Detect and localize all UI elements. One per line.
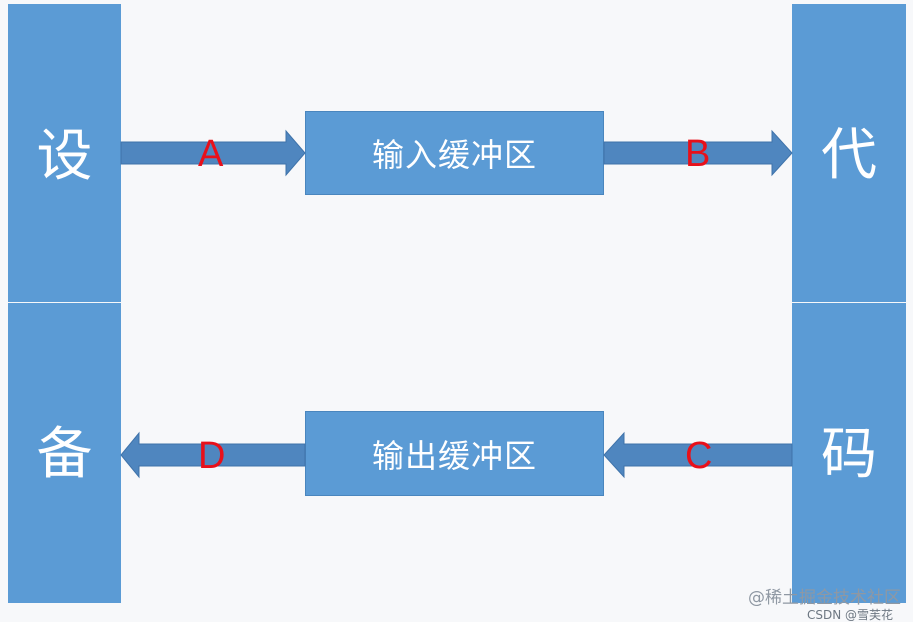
output-buffer-box: 输出缓冲区 [305,411,604,496]
device-char-bottom: 备 [36,422,93,487]
arrow-label-c: C [685,435,713,477]
device-char-top: 设 [36,124,93,189]
device-block-top: 设 [8,4,121,302]
input-buffer-box: 输入缓冲区 [305,111,604,195]
code-block-top: 代 [792,4,906,302]
watermark-sub: CSDN @雪芙花 [806,608,893,622]
arrow-label-a: A [198,133,224,175]
code-char-top: 代 [821,123,877,188]
arrow-label-d: D [198,435,226,477]
watermark-main: @稀土掘金技术社区 [748,588,901,608]
code-char-bottom: 码 [821,422,877,487]
device-block-bottom: 备 [8,303,121,603]
watermark: @稀土掘金技术社区 CSDN @雪芙花 [748,588,901,622]
arrow-label-b: B [685,133,711,175]
code-block-bottom: 码 [792,303,906,603]
